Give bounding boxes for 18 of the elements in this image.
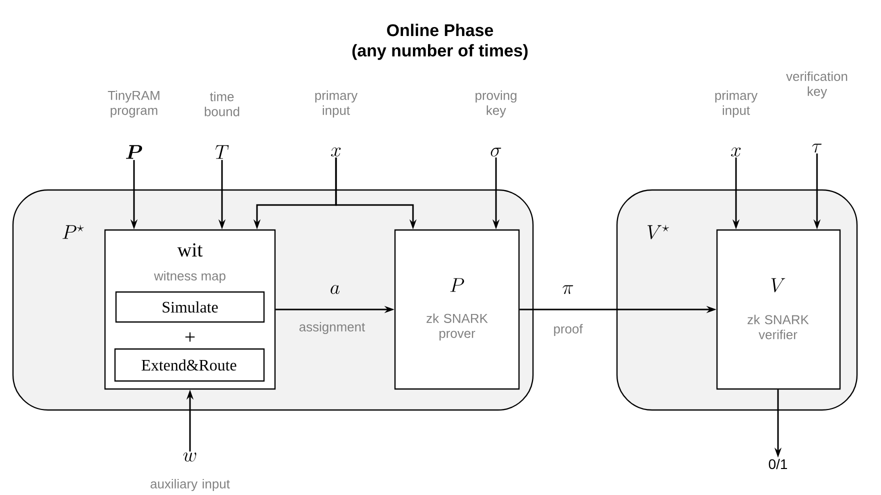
module-box: Simulate bbox=[115, 291, 265, 323]
input-symbol: primary input $x$ bbox=[715, 90, 758, 156]
edge-label: $\pi$ bbox=[562, 285, 574, 294]
input-symbol: verification key $\tau$ bbox=[786, 71, 848, 152]
input-symbol: proving key $\sigma$ bbox=[476, 90, 516, 156]
input-symbol: time bound $T$ bbox=[204, 92, 240, 159]
edge-label: $a$ bbox=[330, 285, 340, 294]
prover-box: $P$ zk SNARK prover bbox=[394, 229, 520, 390]
edge-caption: assignment bbox=[299, 322, 365, 334]
verifier-box: $V$ zk SNARK verifier bbox=[716, 229, 841, 390]
module-box: Extend&Route bbox=[114, 348, 265, 382]
output-label: 0/1 bbox=[768, 458, 788, 470]
subtitle: (any number of times) bbox=[352, 44, 528, 60]
title: Online Phase bbox=[387, 24, 494, 36]
input-symbol: primary input $x$ bbox=[315, 90, 358, 156]
edge-caption: proof bbox=[554, 324, 583, 336]
input-symbol: $w$ auxiliary input bbox=[150, 452, 230, 492]
input-symbol: TinyRAM program $\boldsymbol{P}$ bbox=[108, 90, 160, 159]
